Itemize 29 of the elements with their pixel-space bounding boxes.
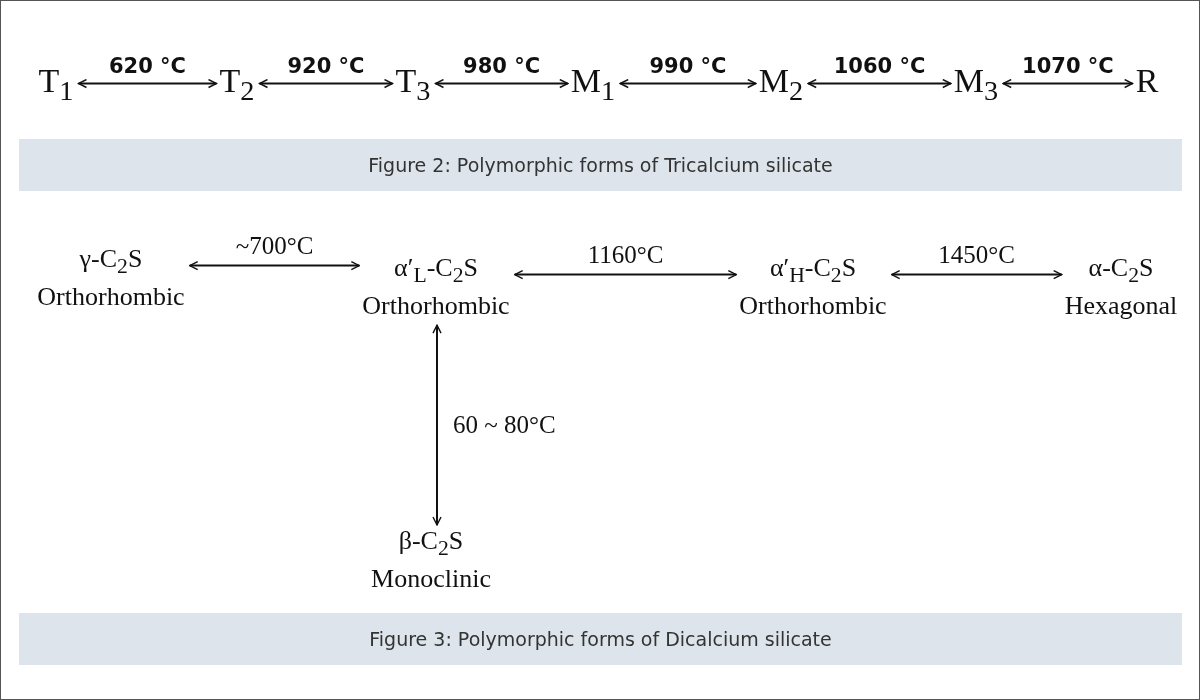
phase-label: M$_{2}$ bbox=[758, 62, 804, 99]
double-arrow bbox=[513, 269, 738, 280]
phase-label: R bbox=[1135, 62, 1159, 99]
double-arrow bbox=[619, 78, 757, 89]
crystal-system-label: Monoclinic bbox=[371, 563, 491, 596]
double-arrow bbox=[807, 78, 952, 89]
double-arrow bbox=[432, 324, 442, 526]
figure-caption: Figure 2: Polymorphic forms of Tricalcium silicate bbox=[368, 154, 833, 176]
crystal-system-label: Hexagonal bbox=[1064, 290, 1178, 323]
double-arrow bbox=[1002, 78, 1134, 89]
formula-label: β-C$_{2}$S bbox=[397, 526, 465, 563]
formula-label: α-C$_{2}$S bbox=[1087, 253, 1155, 290]
phase-label: T$_{1}$ bbox=[38, 62, 74, 99]
double-arrow bbox=[258, 78, 394, 89]
crystal-system-label: Orthorhombic bbox=[362, 290, 510, 323]
phase-label: T$_{2}$ bbox=[219, 62, 255, 99]
double-arrow bbox=[434, 78, 569, 89]
formula-label: α′$_{H}$-C$_{2}$S bbox=[768, 253, 858, 290]
figure-caption: Figure 3: Polymorphic forms of Dicalcium silicate bbox=[369, 628, 832, 650]
formula-label: γ-C$_{2}$S bbox=[78, 244, 144, 281]
phase-label: M$_{3}$ bbox=[953, 62, 999, 99]
formula-label: α′$_{L}$-C$_{2}$S bbox=[393, 253, 479, 290]
double-arrow bbox=[188, 260, 361, 271]
phase-label: T$_{3}$ bbox=[395, 62, 431, 99]
double-arrow bbox=[77, 78, 218, 89]
crystal-system-label: Orthorhombic bbox=[37, 281, 185, 314]
crystal-system-label: Orthorhombic bbox=[739, 290, 887, 323]
phase-label: M$_{1}$ bbox=[570, 62, 616, 99]
double-arrow bbox=[890, 269, 1063, 280]
